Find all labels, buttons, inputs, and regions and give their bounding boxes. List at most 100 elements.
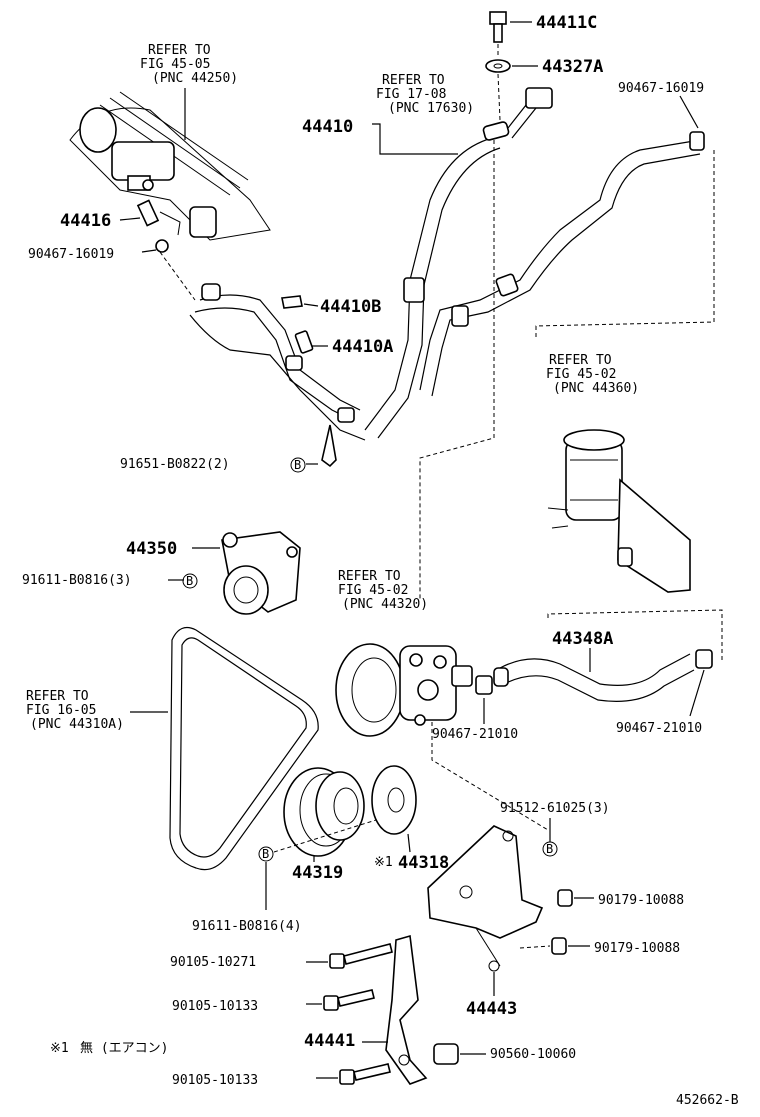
- svg-text:90467-16019: 90467-16019: [618, 81, 704, 96]
- bolt-44411C[interactable]: 44411C: [489, 11, 597, 43]
- dash-gasket: [497, 73, 501, 121]
- gasket-44327A[interactable]: 44327A: [485, 57, 603, 77]
- diagram-id: 452662-B: [676, 1093, 739, 1108]
- svg-text:FIG 45-05: FIG 45-05: [140, 57, 210, 72]
- vane-pump[interactable]: [335, 643, 473, 737]
- svg-text:FIG 17-08: FIG 17-08: [376, 87, 446, 102]
- collar-90560[interactable]: 90560-10060: [433, 1043, 576, 1065]
- label-44410: 44410: [302, 117, 353, 137]
- svg-text:90467-16019: 90467-16019: [28, 247, 114, 262]
- dash-pulley: [273, 819, 377, 853]
- svg-text:90467-21010: 90467-21010: [616, 721, 702, 736]
- dash-left-hose: [159, 251, 196, 301]
- svg-text:(PNC 44360): (PNC 44360): [553, 381, 639, 396]
- pipe-lower-b: [194, 307, 353, 421]
- bolt-91512[interactable]: 91512-61025(3) B: [500, 801, 610, 857]
- dash-nut: [519, 945, 551, 949]
- bracket-44443[interactable]: 44443: [427, 825, 544, 1019]
- bracket-91651[interactable]: 91651-B0822(2) B: [120, 424, 337, 473]
- pipe-joint: [285, 355, 303, 371]
- clamp-90467-16019-left[interactable]: 90467-16019: [28, 239, 169, 262]
- pulley-44319[interactable]: 44319: [283, 767, 365, 883]
- ref-fig-45-02-tank[interactable]: REFER TO FIG 45-02 (PNC 44360): [546, 353, 639, 396]
- svg-text:44416: 44416: [60, 211, 111, 231]
- svg-text:B: B: [186, 574, 193, 588]
- svg-text:44443: 44443: [466, 999, 517, 1019]
- suction-hose-44348A[interactable]: 44348A: [493, 629, 695, 702]
- svg-text:44319: 44319: [292, 863, 343, 883]
- pressure-hose-44410[interactable]: [364, 87, 553, 439]
- svg-text:(PNC 44250): (PNC 44250): [152, 71, 238, 86]
- bolt-90105-10133-b[interactable]: 90105-10133: [172, 1063, 391, 1088]
- svg-text:※1: ※1: [374, 855, 393, 870]
- svg-text:91651-B0822(2): 91651-B0822(2): [120, 457, 230, 472]
- footnote-text: 無 (エアコン): [80, 1041, 168, 1056]
- svg-text:(PNC 44310A): (PNC 44310A): [30, 717, 124, 732]
- clamp-90467-21010-b[interactable]: 90467-21010: [616, 649, 713, 736]
- leader-44410: [372, 123, 458, 155]
- svg-text:REFER TO: REFER TO: [338, 569, 401, 584]
- bracket-44441[interactable]: 44441: [304, 934, 428, 1085]
- svg-text:90105-10133: 90105-10133: [172, 1073, 258, 1088]
- svg-text:44410B: 44410B: [320, 297, 381, 317]
- union-fitting: [201, 283, 221, 301]
- nut-90179-a[interactable]: 90179-10088: [557, 889, 684, 908]
- fitting-44410A[interactable]: 44410A: [294, 330, 393, 357]
- bolt-90105-10271[interactable]: 90105-10271: [170, 943, 393, 970]
- clamp-90467-21010-a[interactable]: 90467-21010: [432, 675, 518, 742]
- nut-90179-b[interactable]: 90179-10088: [551, 937, 680, 956]
- svg-text:REFER TO: REFER TO: [26, 689, 89, 704]
- svg-text:90105-10271: 90105-10271: [170, 955, 256, 970]
- clamp-90467-16019-top[interactable]: 90467-16019: [618, 81, 705, 151]
- idler-bracket-44350[interactable]: 44350: [126, 531, 301, 615]
- svg-text:44318: 44318: [398, 853, 449, 873]
- ref-fig-16-05[interactable]: REFER TO FIG 16-05 (PNC 44310A): [26, 689, 124, 732]
- svg-text:FIG 45-02: FIG 45-02: [546, 367, 616, 382]
- svg-text:(PNC 17630): (PNC 17630): [388, 101, 474, 116]
- svg-text:FIG 45-02: FIG 45-02: [338, 583, 408, 598]
- bolt-91611-4[interactable]: B 91611-B0816(4): [192, 846, 302, 934]
- svg-text:91611-B0816(3): 91611-B0816(3): [22, 573, 132, 588]
- clamp-44410B[interactable]: 44410B: [281, 295, 381, 317]
- bolt-90105-10133-a[interactable]: 90105-10133: [172, 989, 375, 1014]
- svg-text:44350: 44350: [126, 539, 177, 559]
- dash-right-top: [535, 150, 715, 340]
- svg-text:90105-10133: 90105-10133: [172, 999, 258, 1014]
- pipe-joint-2: [337, 407, 355, 423]
- reservoir-tank[interactable]: [547, 429, 691, 593]
- v-belt[interactable]: [169, 627, 319, 871]
- ref-fig-45-05[interactable]: REFER TO FIG 45-05 (PNC 44250): [140, 43, 238, 86]
- return-line[interactable]: [419, 139, 701, 397]
- svg-text:91512-61025(3): 91512-61025(3): [500, 801, 610, 816]
- svg-text:FIG 16-05: FIG 16-05: [26, 703, 96, 718]
- svg-text:44327A: 44327A: [542, 57, 603, 77]
- svg-text:90179-10088: 90179-10088: [594, 941, 680, 956]
- svg-text:44410A: 44410A: [332, 337, 393, 357]
- svg-text:B: B: [262, 847, 269, 861]
- svg-text:B: B: [294, 458, 301, 472]
- svg-text:REFER TO: REFER TO: [549, 353, 612, 368]
- steering-gear-housing: [69, 91, 271, 241]
- plate-44318[interactable]: ※1 44318: [371, 765, 449, 873]
- svg-text:44348A: 44348A: [552, 629, 613, 649]
- ref-fig-45-02-pump[interactable]: REFER TO FIG 45-02 (PNC 44320): [338, 569, 428, 612]
- svg-text:44441: 44441: [304, 1031, 355, 1051]
- svg-text:REFER TO: REFER TO: [148, 43, 211, 58]
- svg-text:90467-21010: 90467-21010: [432, 727, 518, 742]
- dash-center: [419, 140, 495, 600]
- ref-fig-17-08[interactable]: REFER TO FIG 17-08 (PNC 17630): [376, 73, 474, 116]
- svg-text:90179-10088: 90179-10088: [598, 893, 684, 908]
- fitting-44416[interactable]: 44416: [60, 199, 160, 231]
- svg-text:44411C: 44411C: [536, 13, 597, 33]
- svg-text:REFER TO: REFER TO: [382, 73, 445, 88]
- dash-right-mid: [547, 609, 723, 660]
- dash-pump-bracket: [431, 722, 549, 831]
- svg-text:90560-10060: 90560-10060: [490, 1047, 576, 1062]
- svg-text:91611-B0816(4): 91611-B0816(4): [192, 919, 302, 934]
- svg-text:(PNC 44320): (PNC 44320): [342, 597, 428, 612]
- pipe-lower-c: [189, 314, 366, 441]
- footnote-mark: ※1: [50, 1041, 69, 1056]
- bolt-91611-3[interactable]: 91611-B0816(3) B: [22, 573, 198, 589]
